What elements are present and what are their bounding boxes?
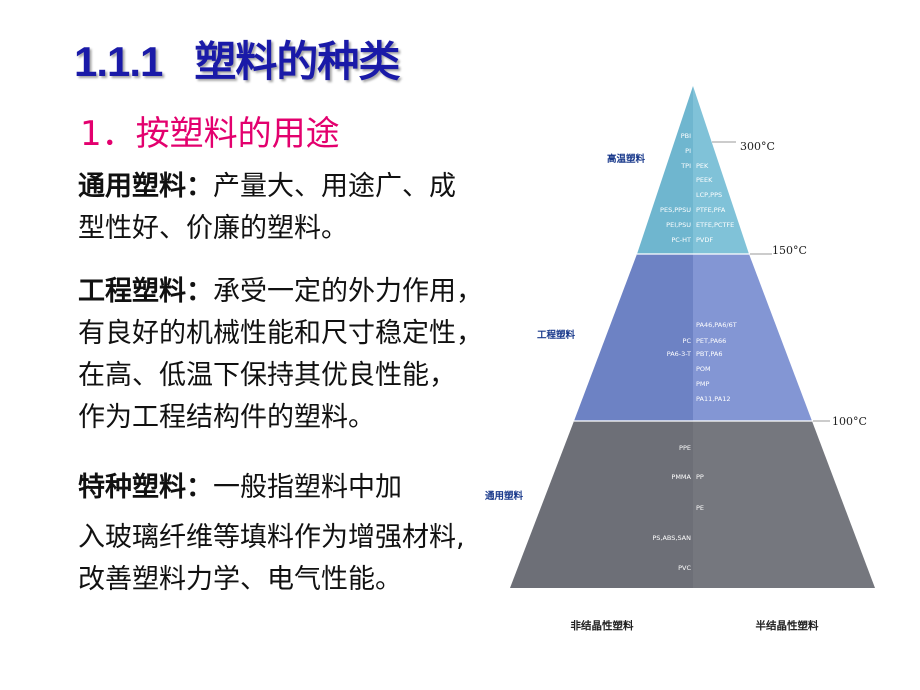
footer-label-semicrystalline: 半结晶性塑料 [756,619,819,632]
pyramid-bot-left [510,421,693,588]
polymer-label: PS,ABS,SAN [652,534,691,542]
temp-label-100: 100°C [832,415,867,428]
polymer-label: PVC [678,564,691,572]
polymer-label: POM [696,365,711,373]
polymer-label: PEEK [696,176,713,184]
tier-label-engineering: 工程塑料 [537,329,576,341]
plastics-pyramid-diagram: PBI PI TPI PES,PPSU PEI,PSU PC-HT PC PA6… [485,86,875,632]
polymer-label: PBI [681,132,691,140]
polymer-label: PP [696,473,704,481]
pyramid-top-left [637,86,693,254]
polymer-label: PI [685,147,691,155]
polymer-label: TPI [680,162,691,170]
polymer-label: PET,PA66 [696,337,726,345]
paragraph-line: 型性好、价廉的塑料。 [78,213,348,244]
paragraph-line: 有良好的机械性能和尺寸稳定性， [78,318,483,349]
paragraph-line: 改善塑料力学、电气性能。 [78,564,402,595]
polymer-label: PBT,PA6 [696,350,723,358]
pyramid-mid-right [693,254,812,421]
tier-label-general: 通用塑料 [485,490,524,502]
paragraph-line: 在高、低温下保持其优良性能， [78,360,456,391]
slide-title: 1.1.1 塑料的种类 [74,38,400,85]
polymer-label: PA46,PA6/6T [696,321,737,329]
polymer-label: ETFE,PCTFE [696,221,734,229]
general-plastics-paragraph: 通用塑料：产量大、用途广、成 型性好、价廉的塑料。 [78,166,456,250]
polymer-label: PMP [696,380,710,388]
polymer-label: PA6-3-T [667,350,691,358]
polymer-label: PVDF [696,236,713,244]
paragraph-line: 入玻璃纤维等填料作为增强材料, [78,522,465,553]
polymer-label: PA11,PA12 [696,395,731,403]
polymer-label: PEK [696,162,709,170]
temp-label-150: 150°C [772,244,807,257]
polymer-label: PC-HT [671,236,691,244]
pyramid-mid-left [574,254,693,421]
polymer-label: PMMA [671,473,691,481]
engineering-plastics-paragraph: 工程塑料：承受一定的外力作用， 有良好的机械性能和尺寸稳定性， 在高、低温下保持… [78,271,483,439]
paragraph-line: 作为工程结构件的塑料。 [78,402,375,433]
paragraph-line: 产量大、用途广、成 [213,171,456,202]
polymer-label: PPE [679,444,691,452]
pyramid-bot-right [693,421,875,588]
engineering-plastics-term: 工程塑料： [78,276,213,307]
polymer-label: LCP,PPS [696,191,722,199]
general-plastics-term: 通用塑料： [78,171,213,202]
polymer-label: PC [683,337,692,345]
temp-label-300: 300°C [740,140,775,153]
pyramid-top-right [693,86,749,254]
special-plastics-term: 特种塑料： [78,472,213,503]
polymer-label: PE [696,504,704,512]
footer-label-amorphous: 非结晶性塑料 [571,619,634,632]
section-heading: 1．按塑料的用途 [80,114,340,154]
paragraph-line: 一般指塑料中加 [213,472,402,503]
polymer-label: PES,PPSU [660,206,691,214]
polymer-label: PTFE,PFA [696,206,726,214]
tier-label-high-temp: 高温塑料 [607,153,646,165]
special-plastics-paragraph: 特种塑料：一般指塑料中加 入玻璃纤维等填料作为增强材料, 改善塑料力学、电气性能… [78,467,465,601]
polymer-label: PEI,PSU [666,221,691,229]
paragraph-line: 承受一定的外力作用， [213,276,483,307]
